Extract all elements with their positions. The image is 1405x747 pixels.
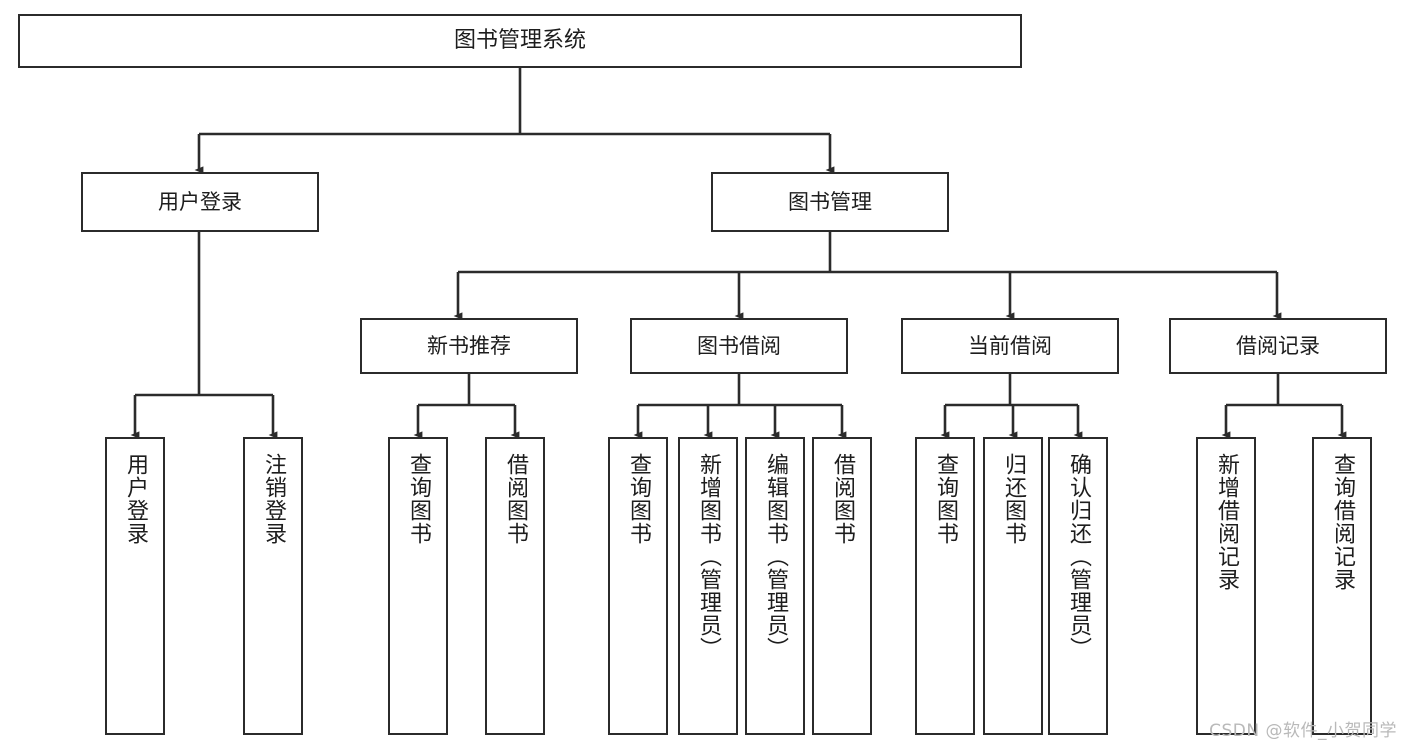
- node-user-login-label: 用户登录: [158, 189, 242, 214]
- node-borrow-record-label: 借阅记录: [1236, 333, 1320, 358]
- watermark: CSDN @软件_小贺同学: [1209, 721, 1397, 741]
- node-leaf-query-book-rec-label: 查询图书: [406, 453, 431, 545]
- node-leaf-add-borrow-record-label: 新增借阅记录: [1214, 453, 1239, 591]
- node-leaf-query-book-current-label: 查询图书: [933, 453, 958, 545]
- node-book-manage-label: 图书管理: [788, 189, 872, 214]
- node-leaf-borrow-book-rec-label: 借阅图书: [503, 453, 528, 545]
- node-leaf-borrow-book[interactable]: 借阅图书: [812, 437, 872, 735]
- node-current-borrow[interactable]: 当前借阅: [901, 318, 1119, 374]
- node-leaf-return-book-label: 归还图书: [1001, 453, 1026, 545]
- node-leaf-logout-login-label: 注销登录: [261, 453, 286, 545]
- node-leaf-add-book-admin[interactable]: 新增图书（管理员）: [678, 437, 738, 735]
- node-leaf-return-book[interactable]: 归还图书: [983, 437, 1043, 735]
- node-book-borrow-label: 图书借阅: [697, 333, 781, 358]
- node-leaf-borrow-book-rec[interactable]: 借阅图书: [485, 437, 545, 735]
- node-leaf-add-book-admin-label: 新增图书（管理员）: [696, 453, 721, 660]
- node-leaf-add-borrow-record[interactable]: 新增借阅记录: [1196, 437, 1256, 735]
- node-leaf-query-book-borrow-label: 查询图书: [626, 453, 651, 545]
- connector-paths: [130, 68, 1347, 439]
- node-leaf-query-book-rec[interactable]: 查询图书: [388, 437, 448, 735]
- node-root-label: 图书管理系统: [453, 28, 586, 54]
- node-leaf-user-login[interactable]: 用户登录: [105, 437, 165, 735]
- node-leaf-user-login-label: 用户登录: [123, 453, 148, 545]
- node-leaf-confirm-return-admin-label: 确认归还（管理员）: [1066, 453, 1091, 660]
- node-new-book-recommend[interactable]: 新书推荐: [360, 318, 578, 374]
- node-leaf-edit-book-admin-label: 编辑图书（管理员）: [763, 453, 788, 660]
- node-leaf-borrow-book-label: 借阅图书: [830, 453, 855, 545]
- node-leaf-query-borrow-record[interactable]: 查询借阅记录: [1312, 437, 1372, 735]
- node-leaf-query-book-borrow[interactable]: 查询图书: [608, 437, 668, 735]
- node-book-manage[interactable]: 图书管理: [711, 172, 949, 232]
- node-leaf-confirm-return-admin[interactable]: 确认归还（管理员）: [1048, 437, 1108, 735]
- node-user-login[interactable]: 用户登录: [81, 172, 319, 232]
- node-leaf-query-borrow-record-label: 查询借阅记录: [1330, 453, 1355, 591]
- node-new-book-recommend-label: 新书推荐: [427, 333, 511, 358]
- node-current-borrow-label: 当前借阅: [968, 333, 1052, 358]
- node-book-borrow[interactable]: 图书借阅: [630, 318, 848, 374]
- node-root[interactable]: 图书管理系统: [18, 14, 1022, 68]
- node-leaf-edit-book-admin[interactable]: 编辑图书（管理员）: [745, 437, 805, 735]
- node-leaf-logout-login[interactable]: 注销登录: [243, 437, 303, 735]
- node-borrow-record[interactable]: 借阅记录: [1169, 318, 1387, 374]
- node-leaf-query-book-current[interactable]: 查询图书: [915, 437, 975, 735]
